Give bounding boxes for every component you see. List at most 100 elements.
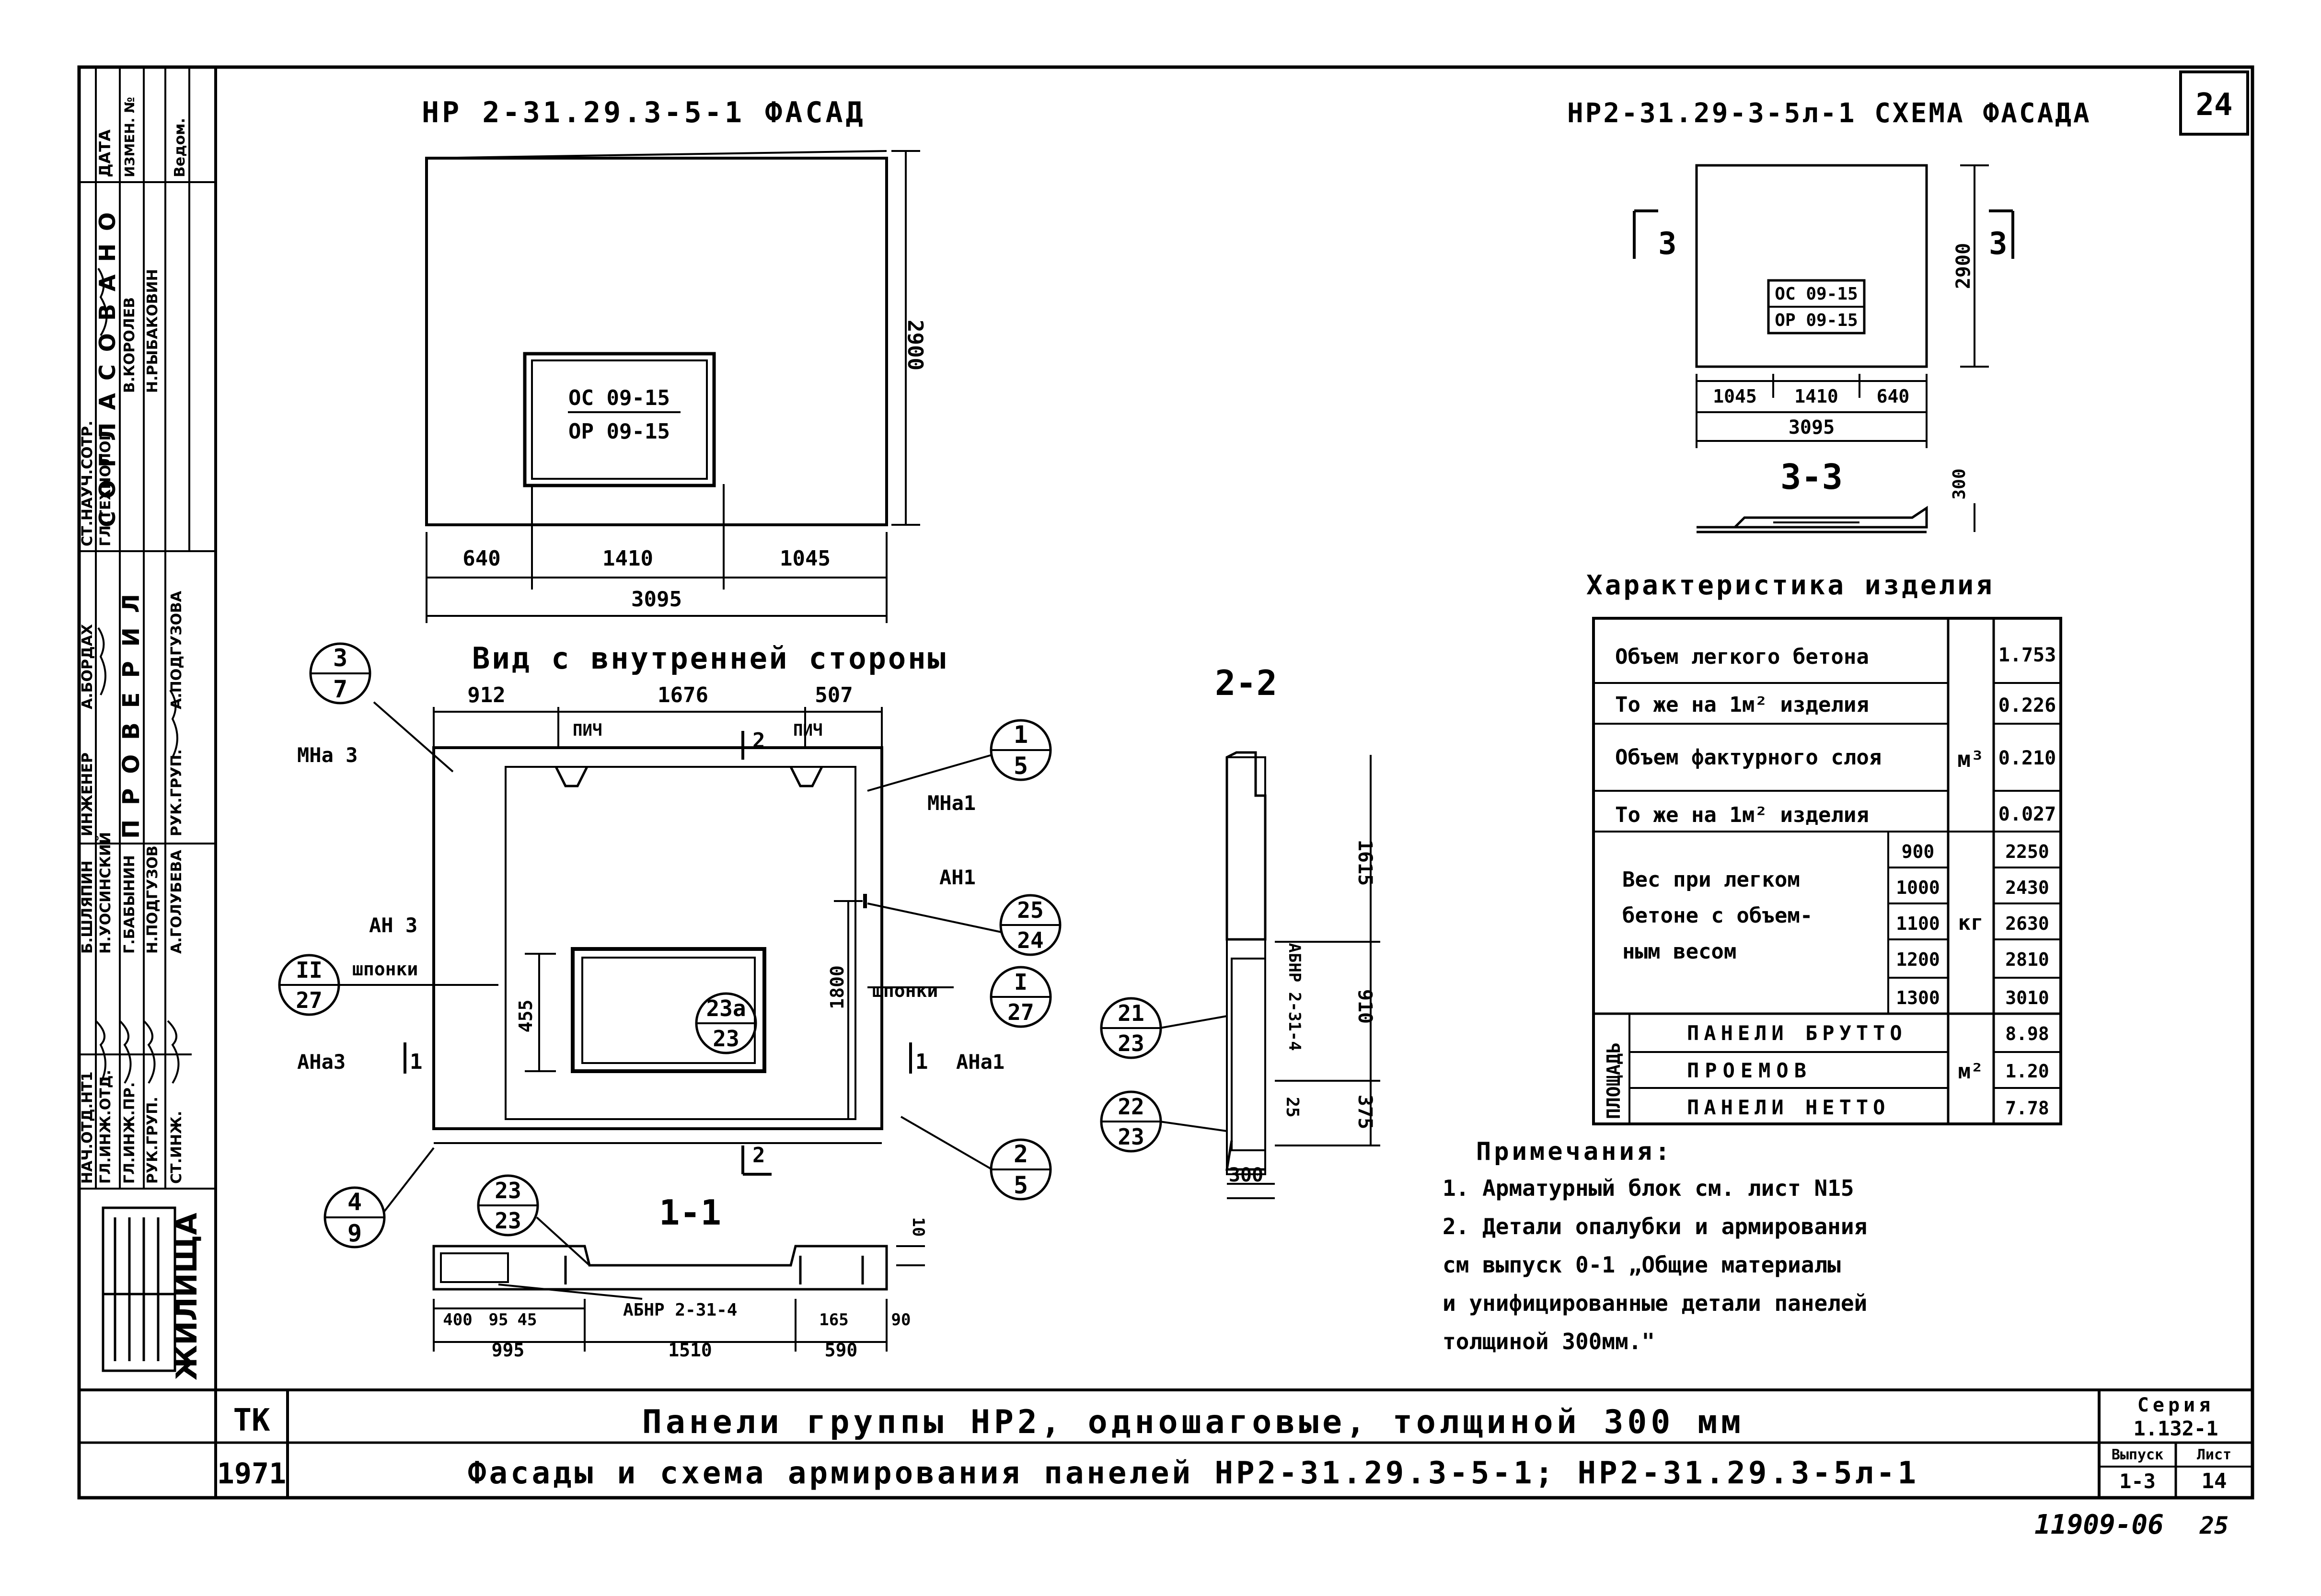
weight-label-1: Вес при легком xyxy=(1622,867,1800,892)
page-number-box xyxy=(2179,70,2249,136)
title-tk: ТК xyxy=(233,1403,270,1438)
stamp-role-4: РУК.ГРУП. xyxy=(144,1097,161,1184)
callout-25-24-top: 25 xyxy=(1017,897,1043,923)
callout-22-23-top: 22 xyxy=(1118,1094,1144,1120)
section-11-d590: 590 xyxy=(825,1340,858,1361)
area-row-3-label: ПАНЕЛИ НЕТТО xyxy=(1687,1096,1890,1119)
weight-value-5: 3010 xyxy=(2005,987,2049,1008)
scheme-total: 3095 xyxy=(1789,416,1835,439)
facade-total: 3095 xyxy=(631,587,682,612)
callout-2-5: 2 5 xyxy=(990,1138,1052,1201)
char-unit-kg: кг xyxy=(1958,911,1984,935)
title-line-1: Панели группы НР2, одношаговые, толщиной… xyxy=(642,1403,1744,1441)
weight-density-2: 1000 xyxy=(1896,877,1940,898)
stamp-soglas-name-1: В.КОРОЛЕВ xyxy=(121,297,138,393)
facade-drawing xyxy=(425,150,920,623)
section-11-d45: 45 xyxy=(518,1310,537,1330)
area-row-1-value: 8.98 xyxy=(2005,1023,2049,1044)
callout-3-7-bottom: 7 xyxy=(333,675,347,703)
inside-top-dim-2: 1676 xyxy=(658,683,708,707)
callout-II-27: II 27 xyxy=(278,954,340,1016)
stamp-name-3: Г.БАБЫНИН xyxy=(121,855,138,954)
section-11-d1510: 1510 xyxy=(668,1340,712,1361)
scheme-cut-right: 3 xyxy=(1989,226,2008,262)
stamp-name2-2: А.ПОДГУЗОВА xyxy=(168,590,185,709)
callout-25-24: 25 24 xyxy=(999,894,1062,956)
scheme-opening-top: ОС 09-15 xyxy=(1775,284,1858,304)
label-an3: АН 3 xyxy=(369,914,417,937)
bottom-code: 11909-06 xyxy=(2034,1509,2164,1540)
callout-3-7-top: 3 xyxy=(333,644,347,672)
label-ana1: АНа1 xyxy=(956,1050,1005,1074)
stamp-role-3: ГЛ.ИНЖ.ПР. xyxy=(121,1082,138,1184)
left-stamp: НАЧ.ОТД.НТ1 ГЛ.ИНЖ.ОТД. ГЛ.ИНЖ.ПР. РУК.Г… xyxy=(79,67,2252,1444)
callout-II-27-bottom: 27 xyxy=(296,987,322,1013)
section-11-title: 1-1 xyxy=(659,1192,721,1233)
stamp-role-5: СТ.ИНЖ. xyxy=(168,1111,185,1184)
callout-4-9-top: 4 xyxy=(347,1188,362,1216)
inside-cut-bottom: 2 xyxy=(752,1143,765,1168)
stamp-izmen: ИЗМЕН. № xyxy=(122,97,138,177)
callout-23a-23-top: 23а xyxy=(706,995,746,1021)
facade-dim-2: 1410 xyxy=(602,546,653,571)
stamp-date: ДАТА xyxy=(96,129,114,177)
inside-cut-right: 1 xyxy=(915,1050,928,1074)
notes-line-3: см выпуск 0-1 „Общие материалы xyxy=(1443,1252,1841,1278)
section-11-d995: 995 xyxy=(492,1340,525,1361)
section-11-d165: 165 xyxy=(819,1310,848,1330)
scheme-dim-2: 1410 xyxy=(1794,386,1838,407)
facade-height: 2900 xyxy=(903,320,927,370)
scheme-height: 2900 xyxy=(1952,243,1975,289)
inside-pich-2: ПИЧ xyxy=(793,721,822,740)
weight-label-3: ным весом xyxy=(1622,939,1736,964)
label-shponki-right: шпонки xyxy=(872,980,938,1001)
callout-21-23: 21 23 xyxy=(1100,997,1162,1059)
inside-drawing xyxy=(338,701,1002,1214)
label-ana3: АНа3 xyxy=(297,1050,346,1074)
area-row-3-value: 7.78 xyxy=(2005,1098,2049,1119)
vypusk-label: Выпуск xyxy=(2112,1446,2163,1463)
stamp-name-5: А.ГОЛУБЕВА xyxy=(168,849,185,954)
area-row-2-label: ПРОЕМОВ xyxy=(1687,1059,1812,1082)
callout-21-23-bottom: 23 xyxy=(1118,1030,1144,1056)
area-row-2-value: 1.20 xyxy=(2005,1061,2049,1082)
section-22-drawing xyxy=(1159,751,1380,1199)
weight-density-5: 1300 xyxy=(1896,987,1940,1008)
stamp-soglas-role-1: СТ.НАУЧ.СОТР. xyxy=(79,421,96,546)
notes-line-5: толщиной 300мм." xyxy=(1443,1329,1655,1354)
weight-value-4: 2810 xyxy=(2005,949,2049,970)
char-unit-m2: м² xyxy=(1958,1059,1984,1084)
scheme-title: НР2-31.29-3-5л-1 СХЕМА ФАСАДА xyxy=(1567,98,2091,129)
stamp-name-4: Н.ПОДГУЗОВ xyxy=(144,845,161,954)
label-an1: АН1 xyxy=(939,866,976,889)
callout-2-5-top: 2 xyxy=(1014,1140,1028,1168)
scheme-opening-bottom: ОР 09-15 xyxy=(1775,311,1858,330)
sheet-frame xyxy=(77,65,2254,1500)
inside-top-dim-3: 507 xyxy=(815,683,853,707)
section-22-dim-3: 375 xyxy=(1354,1095,1376,1129)
char-row-4-value: 0.027 xyxy=(1998,803,2056,825)
stamp-name-2: Н.УОСИНСКИЙ xyxy=(97,832,114,954)
seria-label: Серия xyxy=(2137,1394,2214,1416)
scheme-section-thickness: 300 xyxy=(1950,468,1969,499)
weight-density-3: 1100 xyxy=(1896,913,1940,934)
callout-I-27-top: I xyxy=(1014,969,1028,995)
callout-2-5-bottom: 5 xyxy=(1014,1171,1028,1199)
section-22-width: 300 xyxy=(1229,1164,1263,1186)
stamp-soglasovano-visible: СОГЛАСОВАНО xyxy=(94,200,120,527)
section-33-title: 3-3 xyxy=(1780,457,1843,497)
stamp-name2-1: А.БОРДАХ xyxy=(79,624,96,709)
inside-dim-455: 455 xyxy=(515,1000,536,1033)
inside-top-dim-1: 912 xyxy=(467,683,505,707)
callout-23a-23: 23а 23 xyxy=(695,992,757,1054)
char-row-1-label: Объем легкого бетона xyxy=(1615,645,1869,669)
notes-line-2: 2. Детали опалубки и армирования xyxy=(1443,1214,1867,1239)
page-number: 24 xyxy=(2195,87,2232,123)
char-row-4-label: То же на 1м² изделия xyxy=(1615,803,1869,827)
facade-opening-bottom: ОР 09-15 xyxy=(568,419,670,444)
area-label: ПЛОЩАДЬ xyxy=(1603,1042,1624,1119)
weight-value-2: 2430 xyxy=(2005,877,2049,898)
stamp-soglas-role-2: ГЛ.ТЕХНОЛОГ xyxy=(97,431,114,546)
char-row-2-value: 0.226 xyxy=(1998,694,2056,717)
